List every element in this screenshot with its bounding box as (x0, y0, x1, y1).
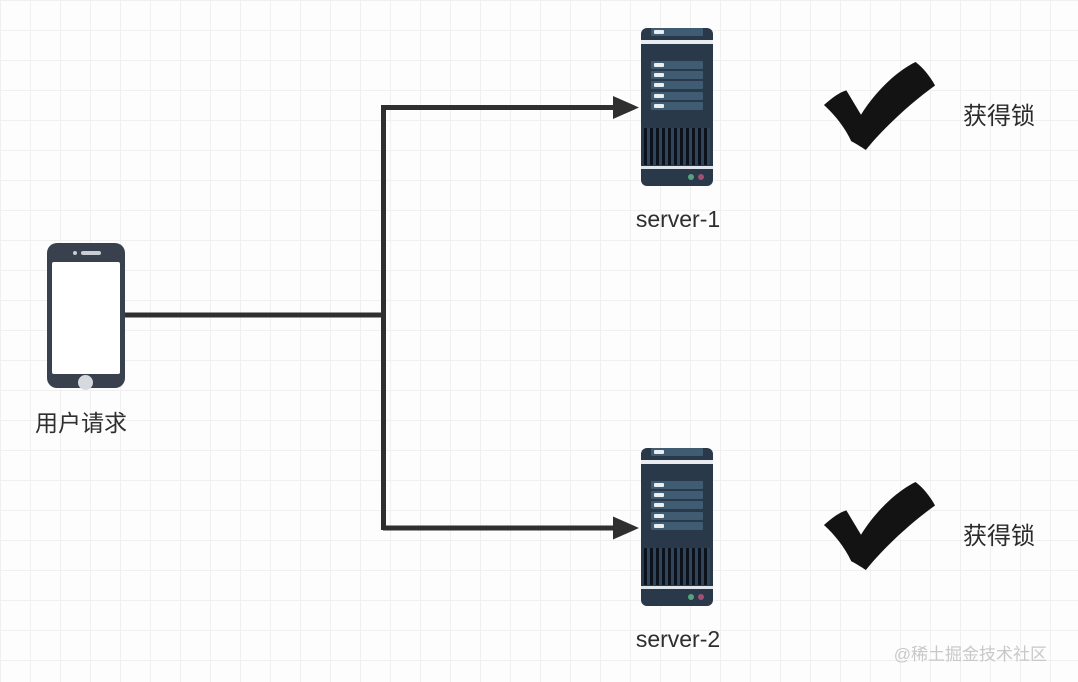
server-icon-1 (641, 28, 713, 186)
server-led-pink (698, 174, 704, 180)
server-led-pink (698, 594, 704, 600)
server-vent (644, 548, 710, 585)
checkmark-icon (823, 481, 936, 571)
server-drive-bay (651, 92, 703, 100)
server-led-green (688, 594, 694, 600)
drive-bay-tick (654, 104, 664, 108)
server-drive-bay (651, 491, 703, 499)
server-drive-bay (651, 501, 703, 509)
phone-speaker (81, 251, 101, 255)
drive-bay-tick (654, 450, 664, 454)
server-drive-bay (651, 102, 703, 110)
phone-screen (52, 262, 120, 374)
server-top-line (641, 40, 713, 44)
drive-bay-tick (654, 483, 664, 487)
server-drive-bay (651, 61, 703, 69)
drive-bay-tick (654, 30, 664, 34)
client-label: 用户请求 (35, 410, 127, 436)
server-2-label: server-2 (635, 626, 721, 652)
server-drive-bay (651, 512, 703, 520)
server-drive-bay (651, 522, 703, 530)
server-drive-bay (651, 71, 703, 79)
server-drive-bay (651, 81, 703, 89)
arrowhead-server-2-icon (613, 516, 639, 540)
status-label-server-2: 获得锁 (963, 523, 1035, 550)
drive-bay-tick (654, 73, 664, 77)
drive-bay-tick (654, 94, 664, 98)
server-top-line (641, 460, 713, 464)
drive-bay-tick (654, 83, 664, 87)
watermark: @稀土掘金技术社区 (893, 645, 1047, 664)
drive-bay-tick (654, 514, 664, 518)
server-mid-line (641, 586, 713, 589)
server-vent (644, 128, 710, 165)
phone-camera-dot (73, 251, 77, 255)
drive-bay-tick (654, 493, 664, 497)
checkmark-icon (823, 61, 936, 151)
server-drive-bay (651, 481, 703, 489)
server-icon-2 (641, 448, 713, 606)
smartphone-icon (47, 243, 125, 390)
server-led-green (688, 174, 694, 180)
server-drive-bay (651, 28, 703, 36)
server-1-label: server-1 (635, 206, 721, 232)
arrowhead-server-1-icon (613, 96, 639, 119)
status-label-server-1: 获得锁 (963, 103, 1035, 130)
phone-home-button (78, 375, 93, 390)
drive-bay-tick (654, 503, 664, 507)
drive-bay-tick (654, 63, 664, 67)
server-mid-line (641, 166, 713, 169)
server-drive-bay (651, 448, 703, 456)
drive-bay-tick (654, 524, 664, 528)
